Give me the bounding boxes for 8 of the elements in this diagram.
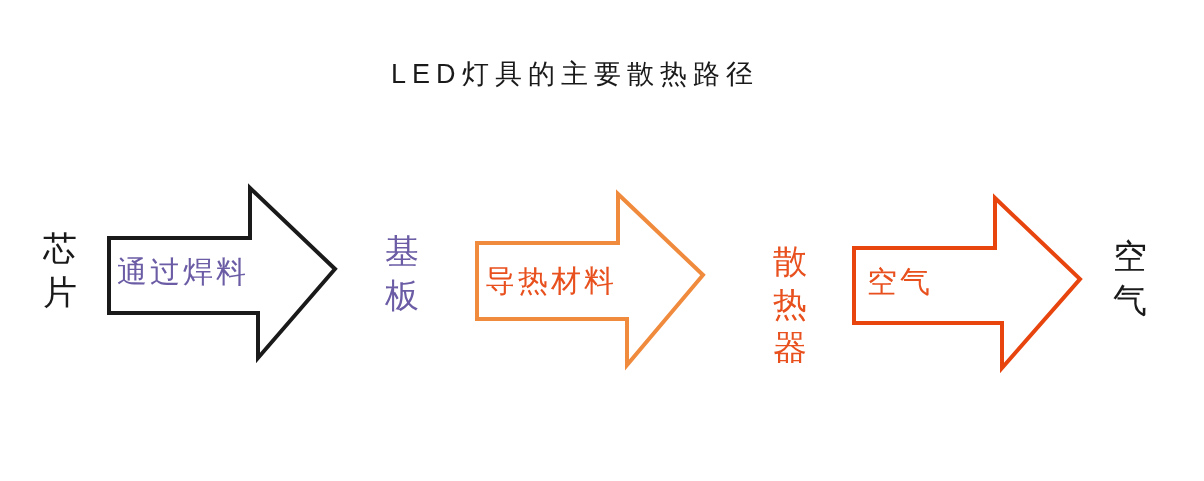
node-label: 空气 <box>1101 234 1159 322</box>
node-label: 散热器 <box>761 240 819 369</box>
block-arrow <box>107 183 338 364</box>
block-arrow <box>475 189 706 371</box>
node-label: 基板 <box>373 229 431 317</box>
diagram-title: LED灯具的主要散热路径 <box>391 58 759 90</box>
block-arrow <box>852 193 1083 374</box>
node-label: 芯片 <box>31 226 89 314</box>
